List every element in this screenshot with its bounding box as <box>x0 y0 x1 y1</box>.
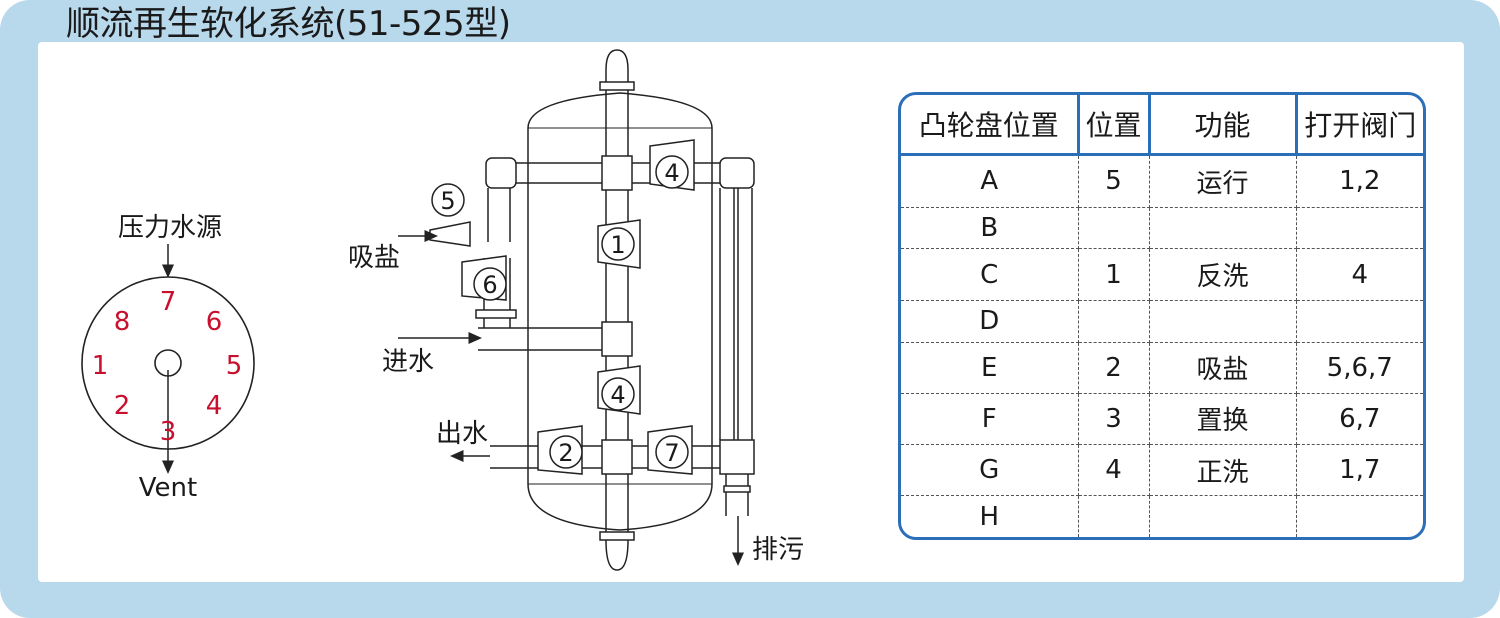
valve-4-mid-circle <box>601 377 635 411</box>
header-position: 位置 <box>1078 95 1151 156</box>
cell-valves <box>1296 300 1423 343</box>
cell-valves: 1,7 <box>1296 444 1423 497</box>
header-cam-position: 凸轮盘位置 <box>901 95 1080 156</box>
inlet-pipe <box>478 327 602 351</box>
valve-6-circle <box>473 267 507 301</box>
bottom-pipe-cap <box>605 539 629 571</box>
middle-tee <box>601 321 633 357</box>
cell-cam: H <box>901 495 1079 537</box>
valve-6-label: 6 <box>482 271 497 299</box>
cell-position: 1 <box>1078 248 1150 301</box>
cell-position: 2 <box>1078 342 1150 394</box>
valve-4-mid-label: 4 <box>610 381 625 409</box>
valve-2-circle <box>549 435 583 469</box>
cell-position <box>1078 495 1150 537</box>
cell-valves <box>1296 207 1423 250</box>
table-row: F 3 置换 6,7 <box>901 393 1423 446</box>
cell-cam: A <box>901 154 1079 208</box>
dial-position-1: 1 <box>92 351 109 381</box>
valve-4-top-label: 4 <box>664 159 679 187</box>
table-row: B <box>901 207 1423 250</box>
header-function: 功能 <box>1149 95 1298 156</box>
cell-function <box>1149 495 1297 537</box>
cell-cam: G <box>901 444 1079 497</box>
inlet-flange <box>475 309 517 319</box>
dial-position-7: 7 <box>160 287 177 317</box>
cell-valves: 1,2 <box>1296 154 1423 208</box>
drain-flange <box>723 485 751 493</box>
valve-2-label: 2 <box>558 439 573 467</box>
salt-riser <box>487 188 511 242</box>
right-return-pipe <box>719 188 753 440</box>
cell-position: 4 <box>1078 444 1150 497</box>
cell-function <box>1149 300 1297 343</box>
water-inlet-label: 进水 <box>382 347 434 377</box>
dial-position-8: 8 <box>114 307 131 337</box>
cell-function: 正洗 <box>1149 444 1297 497</box>
valve-1-circle <box>601 227 635 261</box>
control-dial: 压力水源 7 6 5 4 3 2 1 8 Vent <box>81 213 255 503</box>
page-title: 顺流再生软化系统(51-525型) <box>66 4 511 44</box>
pressure-source-label: 压力水源 <box>118 213 222 243</box>
water-outlet-label: 出水 <box>436 419 488 449</box>
valve-7-circle <box>655 435 689 469</box>
vent-label: Vent <box>139 473 197 503</box>
bottom-right-tee <box>719 439 755 475</box>
valve-labels: 5 6 1 4 4 2 7 <box>440 159 679 467</box>
cell-cam: D <box>901 300 1079 343</box>
table-header-row: 凸轮盘位置 位置 功能 打开阀门 <box>901 95 1423 156</box>
cell-function <box>1149 207 1297 250</box>
dial-position-3: 3 <box>160 417 177 447</box>
cell-position: 5 <box>1078 154 1150 208</box>
cell-cam: E <box>901 342 1079 394</box>
table-row: E 2 吸盐 5,6,7 <box>901 342 1423 394</box>
cell-function: 吸盐 <box>1149 342 1297 394</box>
valve-4-top-circle <box>655 155 689 189</box>
cell-function: 置换 <box>1149 393 1297 446</box>
salt-suction-label: 吸盐 <box>348 243 400 273</box>
top-tee <box>601 155 633 191</box>
cell-valves <box>1296 496 1423 537</box>
dial-position-2: 2 <box>114 391 131 421</box>
dial-position-5: 5 <box>226 351 243 381</box>
table-row: D <box>901 300 1423 343</box>
top-left-elbow <box>485 157 517 189</box>
table-row: C 1 反洗 4 <box>901 248 1423 301</box>
top-right-elbow <box>719 157 755 189</box>
cell-valves: 6,7 <box>1296 393 1423 446</box>
table-row: A 5 运行 1,2 <box>901 154 1423 208</box>
dial-position-6: 6 <box>206 307 223 337</box>
bottom-tee <box>601 439 633 475</box>
cell-position <box>1078 207 1150 250</box>
cell-valves: 5,6,7 <box>1296 342 1423 394</box>
cam-position-table: 凸轮盘位置 位置 功能 打开阀门 A 5 运行 1,2 B C 1 <box>898 92 1426 540</box>
bottom-flange <box>599 531 635 541</box>
cell-cam: F <box>901 393 1079 446</box>
tank-piping <box>398 49 755 571</box>
cell-valves: 4 <box>1296 248 1423 301</box>
cell-function: 反洗 <box>1149 248 1297 301</box>
top-flange <box>599 81 635 91</box>
top-left-pipe <box>510 162 602 184</box>
top-pipe-cap <box>605 49 629 71</box>
table-row: G 4 正洗 1,7 <box>901 444 1423 497</box>
valve-5-body <box>429 221 471 247</box>
table-row: H <box>901 495 1423 537</box>
header-open-valves: 打开阀门 <box>1296 95 1423 156</box>
cell-position: 3 <box>1078 393 1150 446</box>
valve-7-label: 7 <box>664 439 679 467</box>
dial-position-4: 4 <box>206 391 223 421</box>
valve-5-label: 5 <box>440 187 455 215</box>
drain-label: 排污 <box>752 535 804 565</box>
cell-cam: B <box>901 207 1079 250</box>
drain-pipe <box>725 474 749 516</box>
valve-5-circle <box>431 183 465 217</box>
cell-cam: C <box>901 248 1079 301</box>
valve-1-label: 1 <box>610 231 625 259</box>
cell-function: 运行 <box>1149 154 1297 208</box>
cell-position <box>1078 300 1150 343</box>
